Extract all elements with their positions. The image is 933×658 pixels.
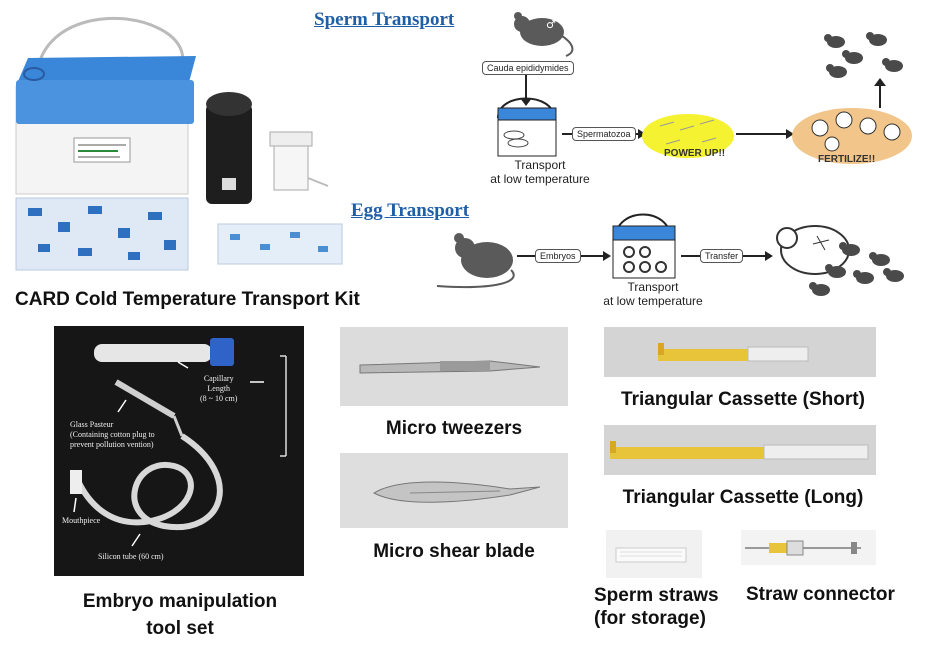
egg-transport-label-1: Transport [627,280,679,294]
cassette-short-photo [604,327,876,377]
egg-transport-label-2: at low temperature [603,294,703,308]
shear-caption: Micro shear blade [373,541,535,562]
egg-transport-diagram [436,213,904,296]
embryo-tool-caption: Embryo manipulation tool set [40,588,320,642]
sperm-straws-caption: Sperm straws (for storage) [594,584,734,630]
embryo-tool-caption-2: tool set [146,618,214,639]
sperm-transport-label-2: at low temperature [490,172,590,186]
capillary-label-3: (8 ~ 10 cm) [200,394,238,403]
mouthpiece-label: Mouthpiece [62,516,101,525]
cassette-long-photo [604,425,876,475]
cassette-long-caption: Triangular Cassette (Long) [622,487,864,508]
sperm-transport-title[interactable]: Sperm Transport [314,9,455,30]
glass-pasteur-label-1: Glass Pasteur [70,420,114,429]
tweezers-illustration [340,327,568,406]
power-up-label: POWER UP!! [664,148,726,159]
capillary-label: Capillary Length (8 ~ 10 cm) [200,374,237,404]
cassette-long-illustration [604,425,876,475]
sperm-straws-caption-1: Sperm straws [594,585,719,606]
straw-connector-caption: Straw connector [746,584,895,605]
fertilize-label: FERTILIZE!! [818,154,876,165]
egg-transport-low-temp: Transport at low temperature [578,280,728,308]
tweezers-photo [340,327,568,406]
silicon-tube-label: Silicon tube (60 cm) [98,552,164,561]
pups-icon [809,242,904,296]
kit-photo [8,8,353,280]
cauda-epididymides-label: Cauda epididymides [482,61,574,75]
sperm-transport-low-temp: Transport at low temperature [480,158,600,186]
sperm-transport-label-1: Transport [514,158,566,172]
shear-photo [340,453,568,528]
offspring-mice-icon [824,32,903,78]
female-mouse-icon [436,233,515,289]
kit-illustration [15,16,343,271]
sperm-straws-illustration [606,530,702,578]
male-mouse-icon [514,12,574,57]
transfer-label: Transfer [700,249,744,263]
egg-transport-title[interactable]: Egg Transport [351,200,470,221]
glass-pasteur-label-3: prevent pollution vention) [70,440,154,449]
spermatozoa-label: Spermatozoa [572,127,636,141]
glass-pasteur-label: Glass Pasteur (Containing cotton plug to… [70,420,155,450]
glass-pasteur-label-2: (Containing cotton plug to [70,430,155,439]
embryo-tool-caption-1: Embryo manipulation [82,591,278,612]
male-symbol-icon: ♂ [546,18,556,31]
cassette-short-illustration [604,327,876,377]
straw-connector-illustration [741,530,876,565]
recipient-mouse-icon [776,225,850,275]
sperm-straws-photo [606,530,702,578]
capillary-label-2: Length [207,384,231,393]
kit-caption: CARD Cold Temperature Transport Kit [15,289,360,310]
cassette-short-caption: Triangular Cassette (Short) [621,389,865,410]
embryo-tool-illustration [54,326,304,576]
embryos-label: Embryos [535,249,581,263]
sperm-straws-caption-2: (for storage) [594,608,706,629]
straw-connector-photo [741,530,876,565]
tweezers-caption: Micro tweezers [385,418,523,439]
shear-illustration [340,453,568,528]
capillary-label-1: Capillary [203,374,234,383]
embryo-tool-photo: Capillary Length (8 ~ 10 cm) Glass Paste… [54,326,304,576]
